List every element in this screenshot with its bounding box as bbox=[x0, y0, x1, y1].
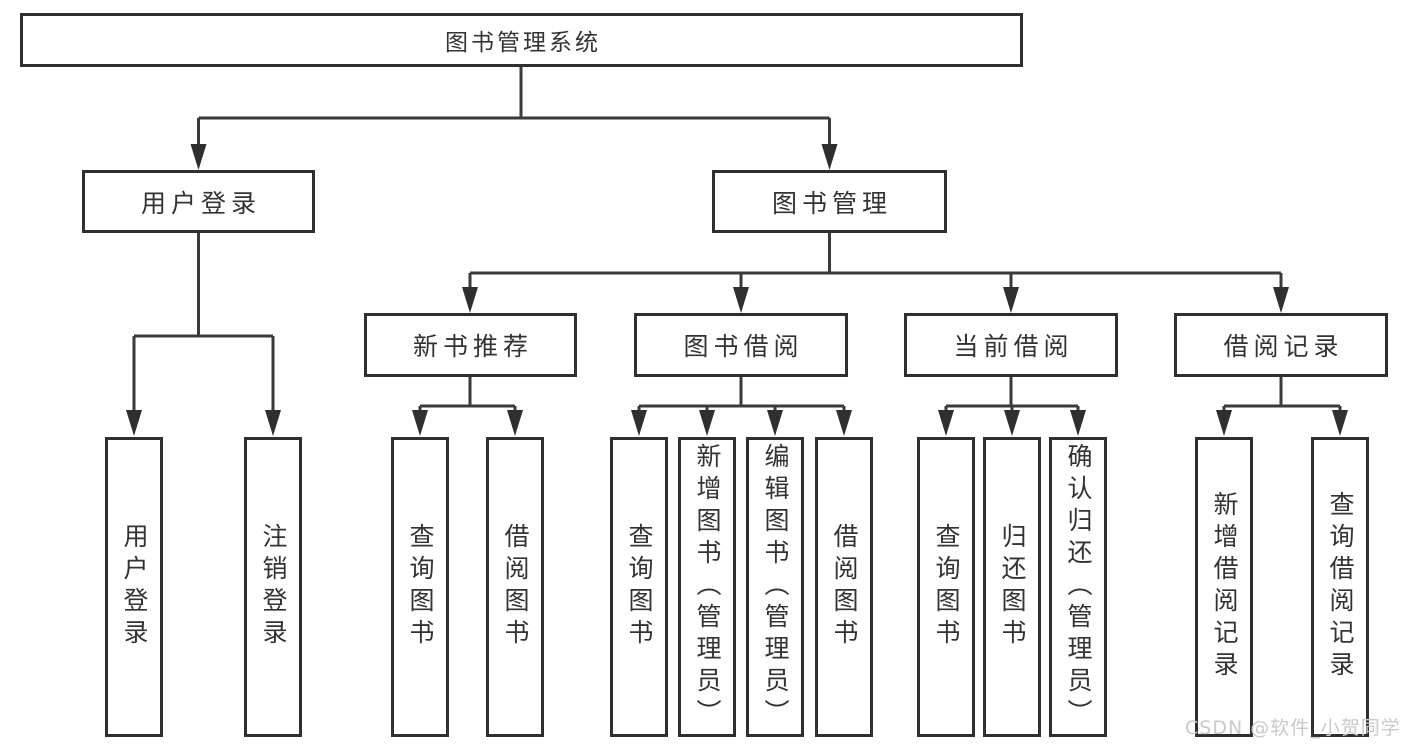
leaf-borrow-book-recommend: 借阅图书 bbox=[486, 437, 544, 737]
leaf-query-book-current: 查询图书 bbox=[917, 437, 975, 737]
node-user-login: 用户登录 bbox=[82, 170, 315, 233]
leaf-logout: 注销登录 bbox=[244, 437, 302, 737]
arrowhead-icons bbox=[126, 144, 1348, 436]
leaf-borrow-book: 借阅图书 bbox=[815, 437, 873, 737]
node-new-book-recommend: 新书推荐 bbox=[364, 313, 577, 377]
leaf-add-borrow-record: 新增借阅记录 bbox=[1195, 437, 1253, 737]
leaf-return-book: 归还图书 bbox=[983, 437, 1041, 737]
connector-lines bbox=[132, 67, 1342, 414]
leaf-edit-book-admin: 编辑图书（管理员） bbox=[746, 437, 804, 737]
leaf-query-book-borrow: 查询图书 bbox=[610, 437, 668, 737]
watermark-text: CSDN @软件_小贺同学 bbox=[1185, 717, 1401, 739]
node-root-system: 图书管理系统 bbox=[20, 13, 1023, 67]
node-book-borrow: 图书借阅 bbox=[634, 313, 848, 377]
leaf-confirm-return-admin: 确认归还（管理员） bbox=[1049, 437, 1107, 737]
node-book-management: 图书管理 bbox=[712, 170, 947, 233]
node-borrow-record: 借阅记录 bbox=[1174, 313, 1388, 377]
node-current-borrow: 当前借阅 bbox=[904, 313, 1118, 377]
leaf-add-book-admin: 新增图书（管理员） bbox=[678, 437, 736, 737]
leaf-user-login: 用户登录 bbox=[105, 437, 163, 737]
leaf-query-borrow-record: 查询借阅记录 bbox=[1311, 437, 1369, 737]
leaf-query-book-recommend: 查询图书 bbox=[391, 437, 449, 737]
